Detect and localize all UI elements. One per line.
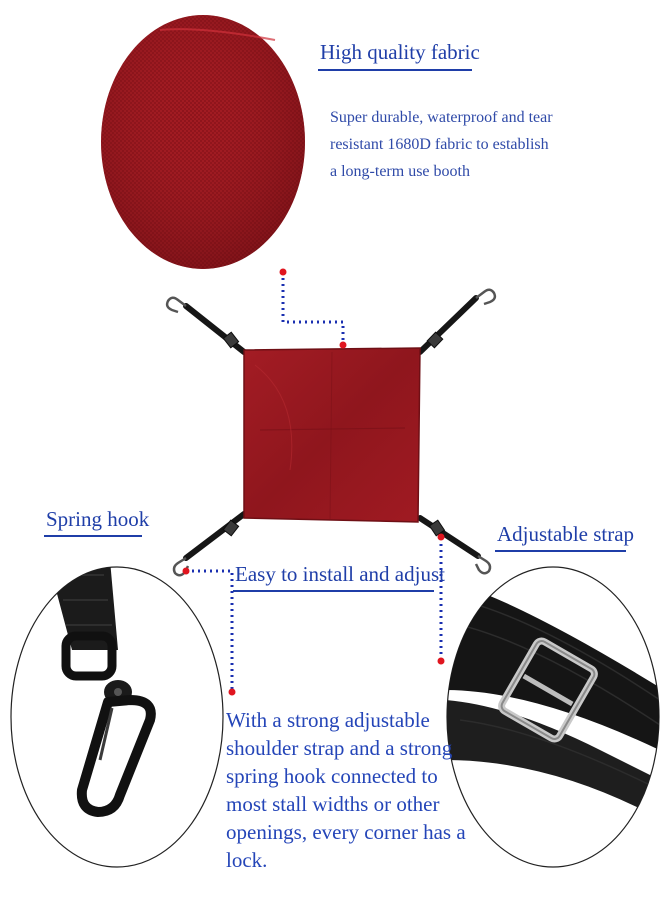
fabric-description-line: a long-term use booth [330,163,470,180]
connector-lines [186,272,443,692]
install-description-line: shoulder strap and a strong [226,736,453,760]
install-heading-underline [233,590,434,592]
fabric-closeup [101,15,305,269]
install-description-line: openings, every corner has a [226,820,466,844]
fabric-description-line: resistant 1680D fabric to establish [330,136,549,153]
stall-panel-product [165,288,497,577]
spring-hook-heading-underline [44,535,142,537]
install-description-line: lock. [226,848,268,872]
adjustable-strap-closeup [446,566,660,868]
marker-dots [182,268,445,696]
adjustable-strap-heading: Adjustable strap [497,522,635,546]
spring-hook-closeup [10,566,224,868]
fabric-heading: High quality fabric [320,40,480,64]
install-description-line: With a strong adjustable [226,708,430,732]
fabric-heading-underline [318,69,472,71]
fabric-description-line: Super durable, waterproof and tear [330,109,553,126]
spring-hook-heading: Spring hook [46,507,150,531]
install-heading: Easy to install and adjust [235,562,445,586]
install-description: With a strong adjustable shoulder strap … [226,706,466,874]
install-description-line: most stall widths or other [226,792,440,816]
fabric-description: Super durable, waterproof and tear resis… [330,104,553,185]
adjustable-strap-heading-underline [495,550,626,552]
install-description-line: spring hook connected to [226,764,438,788]
